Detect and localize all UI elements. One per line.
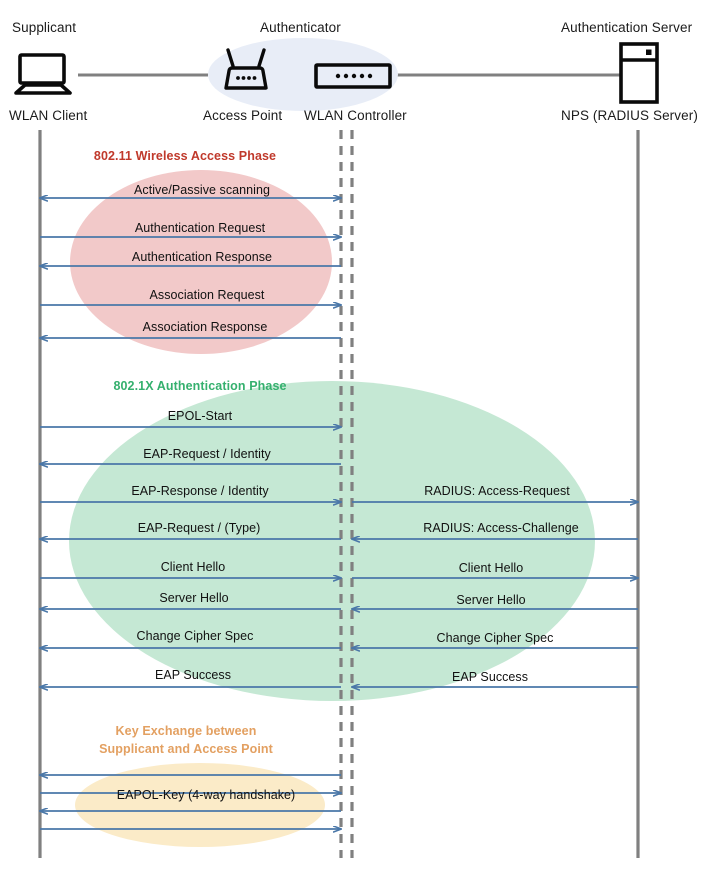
lifelines-group <box>38 130 640 858</box>
phase-ellipse-key-exchange-phase <box>75 763 325 847</box>
message-label-authentication-request: Authentication Request <box>134 221 266 235</box>
role-label-supplicant: Supplicant <box>12 20 77 35</box>
phase-title-text: 802.1X Authentication Phase <box>113 379 287 393</box>
laptop-icon <box>12 52 74 103</box>
role-label-authenticator: Authenticator <box>260 20 341 35</box>
device-label-wlan-controller: WLAN Controller <box>304 108 407 123</box>
message-label-eap-request-type: EAP-Request / (Type) <box>137 521 261 535</box>
message-label-radius-access-challenge: RADIUS: Access-Challenge <box>423 521 579 535</box>
message-label-eap-request-identity: EAP-Request / Identity <box>143 447 271 461</box>
authenticator-halo <box>208 38 398 111</box>
phase-ellipse-wireless-access-phase <box>70 170 332 354</box>
phase-title-text: 802.11 Wireless Access Phase <box>93 149 277 163</box>
phase-title-line-2: Supplicant and Access Point <box>99 742 273 756</box>
message-label-change-cipher-spec-right: Change Cipher Spec <box>436 631 554 645</box>
message-label-radius-access-request: RADIUS: Access-Request <box>424 484 570 498</box>
message-label-client-hello-right: Client Hello <box>458 561 524 575</box>
phase-title-dot1x-authentication: 802.1X Authentication Phase <box>0 377 400 395</box>
message-label-server-hello-left: Server Hello <box>159 591 229 605</box>
message-label-client-hello-left: Client Hello <box>160 560 226 574</box>
message-label-server-hello-right: Server Hello <box>456 593 526 607</box>
eapol-key-label: EAPOL-Key (4-way handshake) <box>116 788 296 802</box>
message-label-change-cipher-spec-left: Change Cipher Spec <box>136 629 254 643</box>
server-icon <box>618 42 660 109</box>
phase-ellipses-group <box>69 170 595 847</box>
message-label-eap-success-left: EAP Success <box>154 668 232 682</box>
device-label-nps-radius-server: NPS (RADIUS Server) <box>561 108 698 123</box>
role-label-authentication-server: Authentication Server <box>561 20 693 35</box>
message-label-association-response: Association Response <box>142 320 268 334</box>
phase-title-line-1: Key Exchange between <box>115 724 257 738</box>
phase-title-key-exchange: Key Exchange between Supplicant and Acce… <box>0 722 372 758</box>
phase-title-wireless-access: 802.11 Wireless Access Phase <box>0 147 370 165</box>
access-point-icon <box>213 46 279 103</box>
message-label-active-passive-scanning: Active/Passive scanning <box>134 183 270 197</box>
message-label-eap-success-right: EAP Success <box>451 670 529 684</box>
message-label-authentication-response: Authentication Response <box>131 250 273 264</box>
phase-ellipse-dot1x-authentication-phase <box>69 381 595 701</box>
device-label-access-point: Access Point <box>203 108 283 123</box>
wlan-controller-icon <box>314 62 392 95</box>
device-label-wlan-client: WLAN Client <box>9 108 88 123</box>
message-label-eapol-start: EPOL-Start <box>167 409 233 423</box>
message-label-eap-response-identity: EAP-Response / Identity <box>131 484 269 498</box>
message-arrows-group <box>40 198 638 829</box>
message-label-association-request: Association Request <box>149 288 265 302</box>
